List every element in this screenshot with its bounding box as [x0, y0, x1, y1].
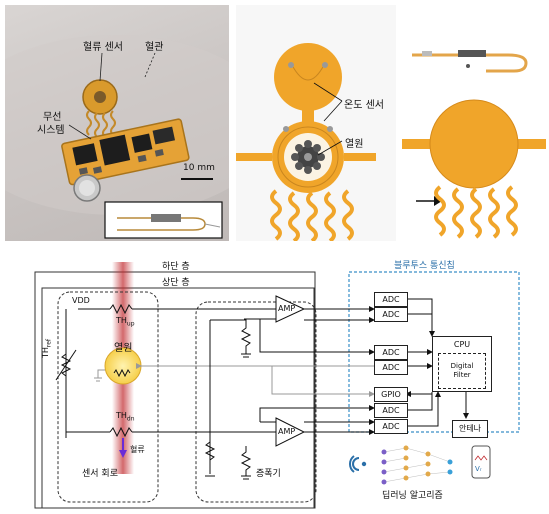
label-digital-filter-1: Digital — [450, 361, 474, 370]
label-cpu: CPU — [453, 340, 471, 349]
label-th-dn: THdn — [116, 411, 135, 423]
device-render — [236, 5, 546, 243]
antenna-block: 안테나 — [452, 420, 488, 438]
adc-3: ADC — [374, 345, 408, 360]
label-deep-learning: 딥러닝 알고리즘 — [382, 491, 443, 501]
label-amp-bottom: AMP — [278, 427, 296, 436]
adc-2: ADC — [374, 307, 408, 322]
circuit-block-diagram: 하단 층 상단 층 VDD THup THdn THref 열원 혈류 센서 회… — [34, 262, 524, 512]
adc-6: ADC — [374, 419, 408, 434]
adc-5: ADC — [374, 403, 408, 418]
label-amplifier: 증폭기 — [256, 469, 281, 479]
blood-flow-arrow — [119, 450, 127, 458]
amplifier-box — [195, 301, 317, 503]
label-bluetooth-chip: 블루투스 통신칩 — [394, 261, 455, 271]
label-sensor-circuit: 센서 회로 — [82, 469, 118, 479]
label-blood-flow: 혈류 — [130, 445, 145, 454]
phone-icon — [471, 445, 491, 479]
heater-coil — [291, 140, 325, 174]
resistor-th-dn — [109, 426, 133, 438]
circuit-wiring — [34, 262, 520, 509]
label-heat-source: 열원 — [114, 343, 133, 354]
device-photo — [5, 35, 229, 239]
label-bottom-layer: 하단 층 — [162, 262, 190, 272]
label-vdd: VDD — [72, 296, 90, 305]
resistor-th-up — [109, 303, 133, 315]
temp-sensor-disc — [274, 43, 342, 111]
label-heat-source: 열원 — [345, 139, 364, 150]
top-layer-frame — [41, 287, 315, 509]
sensor-circuit-box — [57, 291, 159, 503]
label-amp-top: AMP — [278, 304, 296, 313]
label-wireless-line1: 무선 — [43, 112, 62, 123]
wireless-signal-icon — [349, 455, 367, 473]
device-render-panel: 온도 센서 열원 — [236, 5, 546, 243]
deep-learning-network-icon — [381, 445, 453, 485]
label-wireless-line2: 시스템 — [37, 125, 65, 136]
label-th-ref: THref — [41, 338, 53, 358]
amp-bottom — [275, 417, 306, 447]
label-blood-flow-sensor: 혈류 센서 — [83, 42, 123, 53]
label-vessel: 혈관 — [145, 42, 164, 53]
adc-1: ADC — [374, 292, 408, 307]
heated-device-zoom — [402, 99, 546, 239]
serpentine-traces — [270, 189, 354, 243]
gpio: GPIO — [374, 387, 408, 402]
cpu-block: CPU Digital Filter — [432, 336, 492, 392]
device-photo-panel: 혈류 센서 혈관 무선 시스템 10 mm — [5, 5, 229, 241]
digital-filter-block: Digital Filter — [438, 353, 486, 389]
label-temp-sensor: 온도 센서 — [344, 100, 384, 111]
label-top-layer: 상단 층 — [162, 278, 190, 288]
resistor-th-ref — [60, 353, 72, 377]
label-scale-bar: 10 mm — [183, 163, 215, 173]
side-view — [412, 50, 528, 73]
wireless-board — [61, 118, 190, 186]
phone-readout: Vᵣ — [475, 465, 482, 473]
label-digital-filter-2: Filter — [453, 371, 471, 379]
adc-4: ADC — [374, 360, 408, 375]
label-th-up: THup — [116, 316, 135, 328]
